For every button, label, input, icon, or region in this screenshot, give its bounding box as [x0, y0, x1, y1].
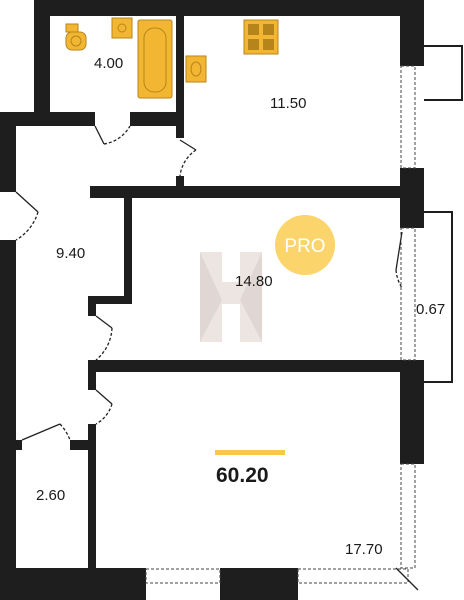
- sink-icon: [111, 17, 133, 39]
- stove-icon: [243, 19, 279, 55]
- room-area-bedroom: 14.80: [235, 273, 273, 290]
- watermark-logo: [200, 252, 262, 342]
- toilet-icon: [65, 23, 87, 51]
- walls: [0, 0, 424, 600]
- pro-badge-label: PRO: [284, 236, 325, 257]
- bathtub-icon: [137, 19, 173, 99]
- fixtures: [65, 17, 279, 99]
- doors: [15, 125, 419, 591]
- room-area-bathroom: 4.00: [94, 55, 123, 72]
- room-area-storage: 2.60: [36, 487, 65, 504]
- pro-badge: PRO: [275, 215, 335, 275]
- total-area-underline: [215, 450, 285, 455]
- room-area-balcony: 0.67: [416, 301, 445, 318]
- room-area-kitchen: 11.50: [270, 95, 306, 112]
- balcony-outlines: [424, 45, 463, 383]
- windows: [145, 65, 416, 584]
- room-area-living-room: 17.70: [345, 541, 383, 558]
- total-area: 60.20: [216, 464, 269, 487]
- room-area-hallway: 9.40: [56, 245, 85, 262]
- washbasin-icon: [185, 55, 207, 83]
